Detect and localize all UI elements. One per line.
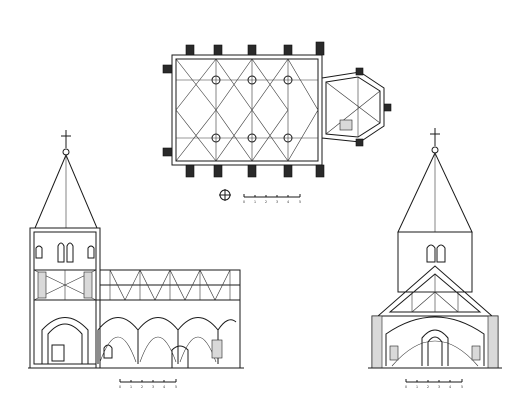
plan-scale-bar: 0 1 2 3 4 5 bbox=[243, 194, 301, 204]
tower-cross-right-icon bbox=[430, 128, 440, 146]
north-arrow-icon bbox=[219, 189, 231, 201]
cross-scale-tick-4: 4 bbox=[449, 385, 451, 389]
section-scale-tick-3: 3 bbox=[152, 385, 154, 389]
plan-vault-ribs bbox=[175, 58, 319, 162]
section-scale-tick-5: 5 bbox=[175, 385, 177, 389]
cross-scale-tick-3: 3 bbox=[438, 385, 440, 389]
section-scale-tick-4: 4 bbox=[163, 385, 165, 389]
section-scale-tick-0: 0 bbox=[119, 385, 121, 389]
cross-scale-bar: 0 1 2 3 4 5 bbox=[405, 379, 463, 389]
plan-scale-tick-3: 3 bbox=[276, 200, 278, 204]
cross-scale-tick-1: 1 bbox=[416, 385, 418, 389]
plan-scale-tick-2: 2 bbox=[265, 200, 267, 204]
tower-cross-left-icon bbox=[61, 130, 71, 148]
plan-buttresses bbox=[162, 41, 325, 178]
nave-roof-truss bbox=[109, 269, 231, 301]
plan-scale-tick-1: 1 bbox=[254, 200, 256, 204]
cross-roof-truss bbox=[411, 274, 459, 313]
longitudinal-section: 0 1 2 3 4 5 bbox=[28, 130, 244, 389]
cross-scale-tick-5: 5 bbox=[461, 385, 463, 389]
section-scale-tick-1: 1 bbox=[130, 385, 132, 389]
section-scale-bar: 0 1 2 3 4 5 bbox=[119, 379, 177, 389]
plan-scale-tick-0: 0 bbox=[243, 200, 245, 204]
cross-scale-tick-2: 2 bbox=[427, 385, 429, 389]
cross-scale-tick-0: 0 bbox=[405, 385, 407, 389]
section-scale-tick-2: 2 bbox=[141, 385, 143, 389]
cross-section: 0 1 2 3 4 5 bbox=[368, 128, 502, 389]
plan-scale-tick-5: 5 bbox=[299, 200, 301, 204]
plan-scale-tick-4: 4 bbox=[287, 200, 289, 204]
floor-plan: 0 1 2 3 4 5 bbox=[162, 41, 392, 204]
plan-piers bbox=[211, 75, 293, 143]
plan-chancel bbox=[321, 67, 392, 147]
